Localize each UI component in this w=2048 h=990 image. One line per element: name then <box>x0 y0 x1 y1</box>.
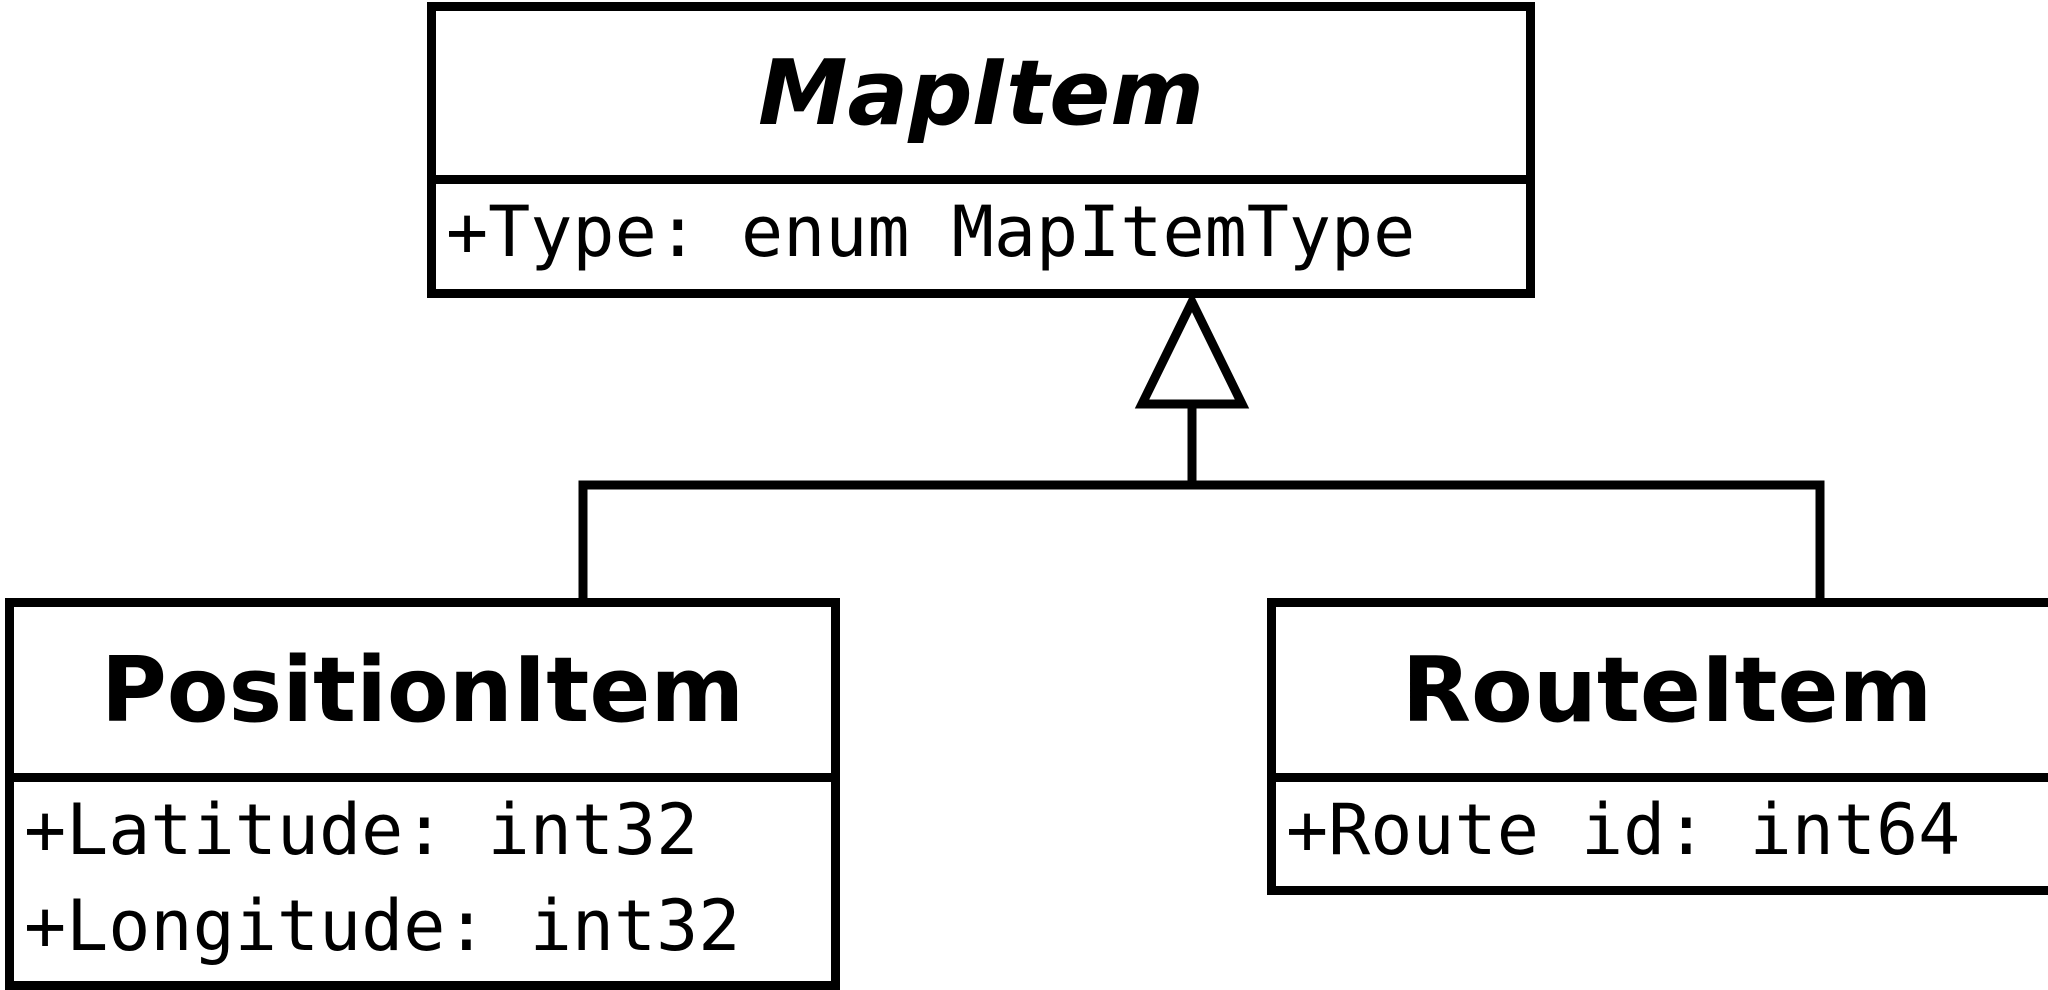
generalization-arrowhead <box>1134 291 1250 409</box>
class-positionitem: PositionItem +Latitude: int32 +Longitude… <box>5 598 840 990</box>
attribute-route-id: +Route id: int64 <box>1286 789 1961 871</box>
attribute-list-mapitem: +Type: enum MapItemType <box>436 184 1526 280</box>
attribute-list-positionitem: +Latitude: int32 +Longitude: int32 <box>14 782 831 974</box>
class-mapitem: MapItem +Type: enum MapItemType <box>427 2 1535 298</box>
class-name-positionitem: PositionItem <box>14 607 831 782</box>
attribute-longitude: +Longitude: int32 <box>24 885 741 967</box>
class-name-routeitem: RouteItem <box>1276 607 2048 782</box>
generalization-line-positionitem <box>578 404 1197 600</box>
class-routeitem: RouteItem +Route id: int64 <box>1267 598 2048 895</box>
attribute-latitude: +Latitude: int32 <box>24 789 699 871</box>
generalization-line-routeitem <box>1192 480 1825 600</box>
attribute-list-routeitem: +Route id: int64 <box>1276 782 2048 878</box>
attribute-type: +Type: enum MapItemType <box>446 191 1416 273</box>
class-name-mapitem: MapItem <box>436 11 1526 184</box>
